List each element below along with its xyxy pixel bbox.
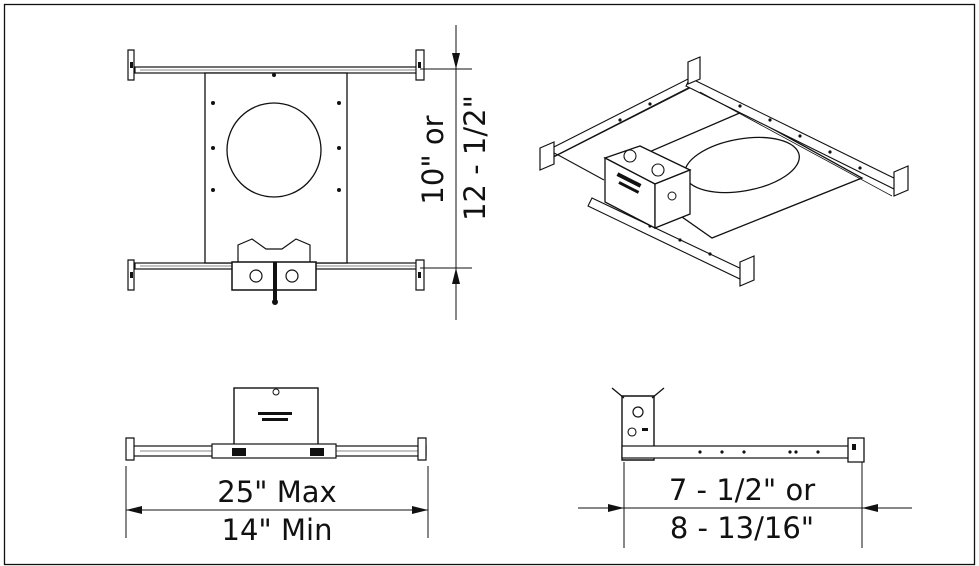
joist-spacing-label: 10" or [416,115,450,204]
drawing-border [3,3,976,566]
side-junction-box [621,395,655,461]
joist-spacing-dimension [420,25,472,320]
side-hanger-bar [621,445,861,459]
side-view: 7 - 1/2" or 8 - 13/16" [578,387,912,548]
mounting-plate [204,72,348,264]
iso-bracket-4 [739,255,755,287]
depth-label: 7 - 1/2" or [669,473,815,507]
top-hanger-bar [127,49,425,81]
isometric-view [539,56,909,287]
iso-bracket-3 [893,165,909,197]
depth-label-alt: 8 - 13/16" [670,511,814,545]
junction-box-top [231,238,317,305]
top-view: 10" or 12 - 1/2" [127,25,492,320]
iso-bracket-1 [539,141,555,171]
iso-rail-left [547,149,605,181]
plate-holes [211,73,341,192]
front-junction-box [233,387,319,447]
iso-bracket-2 [687,56,701,85]
depth-dimension [578,462,912,548]
bar-length-dimension [125,466,429,538]
front-view: 25" Max 14" Min [125,387,429,547]
aperture-opening [226,102,322,198]
joist-spacing-label-alt: 12 - 1/2" [458,95,492,221]
iso-junction-box [603,145,692,230]
bar-min-label: 14" Min [222,513,333,547]
bar-max-label: 25" Max [217,475,336,509]
